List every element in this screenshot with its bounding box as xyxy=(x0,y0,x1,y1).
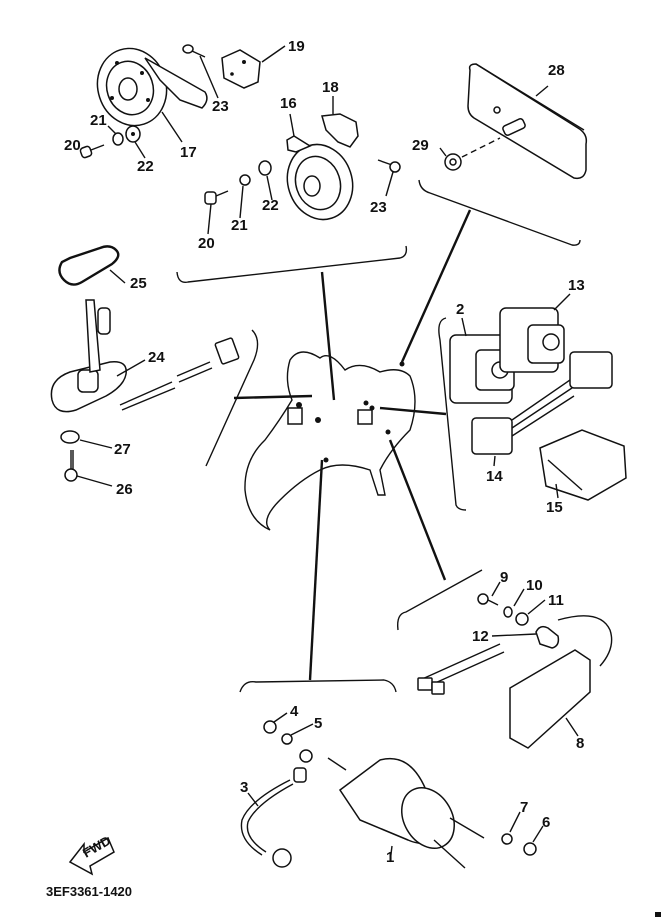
drawing-code: 3EF3361-1420 xyxy=(46,884,132,899)
fuel-sender-24[interactable] xyxy=(50,299,240,413)
relay-13[interactable] xyxy=(499,307,565,373)
callout-24: 24 xyxy=(148,349,165,366)
callout-22: 22 xyxy=(262,197,279,214)
bolt-20-top[interactable] xyxy=(79,144,105,159)
callout-19: 19 xyxy=(288,38,305,55)
callout-22: 22 xyxy=(137,158,154,175)
damper-12[interactable] xyxy=(535,625,560,649)
callout-29: 29 xyxy=(412,137,429,154)
horn-16[interactable] xyxy=(278,135,362,228)
callout-6: 6 xyxy=(542,814,550,831)
bolt-23-mid[interactable] xyxy=(377,159,401,173)
callout-15: 15 xyxy=(546,499,563,516)
nut-6[interactable] xyxy=(523,842,537,856)
washer-22-top[interactable] xyxy=(125,125,141,143)
callout-13: 13 xyxy=(568,277,585,294)
callout-17: 17 xyxy=(180,144,197,161)
reflector-28[interactable] xyxy=(467,63,588,180)
lock-washer-7[interactable] xyxy=(501,833,513,845)
coupler-15[interactable] xyxy=(539,429,627,501)
callout-14: 14 xyxy=(486,468,503,485)
lock-washer-21-top[interactable] xyxy=(112,132,124,146)
lock-washer-21-mid[interactable] xyxy=(239,174,251,186)
bolt-9[interactable] xyxy=(477,593,499,606)
callout-2: 2 xyxy=(456,301,464,318)
screw-26[interactable] xyxy=(64,450,78,482)
callout-5: 5 xyxy=(314,715,322,732)
callout-25: 25 xyxy=(130,275,147,292)
callout-12: 12 xyxy=(472,628,489,645)
callout-9: 9 xyxy=(500,569,508,586)
bolt-20-mid[interactable] xyxy=(204,190,229,205)
vehicle-outline xyxy=(244,351,416,531)
nut-4[interactable] xyxy=(263,720,277,734)
callout-4: 4 xyxy=(290,703,299,720)
callout-20: 20 xyxy=(198,235,215,252)
nut-29[interactable] xyxy=(444,153,462,171)
callout-26: 26 xyxy=(116,481,133,498)
callout-21: 21 xyxy=(90,112,107,129)
horn-17[interactable] xyxy=(88,39,208,134)
lock-washer-5[interactable] xyxy=(281,733,293,745)
callout-20: 20 xyxy=(64,137,81,154)
gasket-25[interactable] xyxy=(58,245,120,286)
starter-relay-1[interactable] xyxy=(327,757,485,869)
leader-lines xyxy=(76,45,579,863)
callout-1: 1 xyxy=(386,849,394,866)
callout-23: 23 xyxy=(212,98,229,115)
bolt-23-top[interactable] xyxy=(182,44,206,58)
washer-22-mid[interactable] xyxy=(258,160,272,176)
callout-8: 8 xyxy=(576,735,584,752)
callout-16: 16 xyxy=(280,95,297,112)
callout-3: 3 xyxy=(240,779,248,796)
corner-mark xyxy=(655,912,661,917)
bracket-19[interactable] xyxy=(221,49,261,89)
lead-3[interactable] xyxy=(240,749,313,868)
callout-27: 27 xyxy=(114,441,131,458)
callout-18: 18 xyxy=(322,79,339,96)
callout-21: 21 xyxy=(231,217,248,234)
callout-11: 11 xyxy=(548,592,564,609)
washer-27[interactable] xyxy=(60,430,80,444)
callout-23: 23 xyxy=(370,199,387,216)
rectifier-regulator-8[interactable] xyxy=(417,615,613,749)
lock-washer-10[interactable] xyxy=(503,606,513,618)
callout-10: 10 xyxy=(526,577,543,594)
group-brackets xyxy=(176,179,581,693)
callout-7: 7 xyxy=(520,799,528,816)
bracket-18[interactable] xyxy=(321,113,359,148)
fwd-arrow-icon: FWD xyxy=(68,833,115,876)
collar-11[interactable] xyxy=(515,612,529,626)
callout-28: 28 xyxy=(548,62,565,79)
relay-unit-14[interactable] xyxy=(471,351,613,455)
